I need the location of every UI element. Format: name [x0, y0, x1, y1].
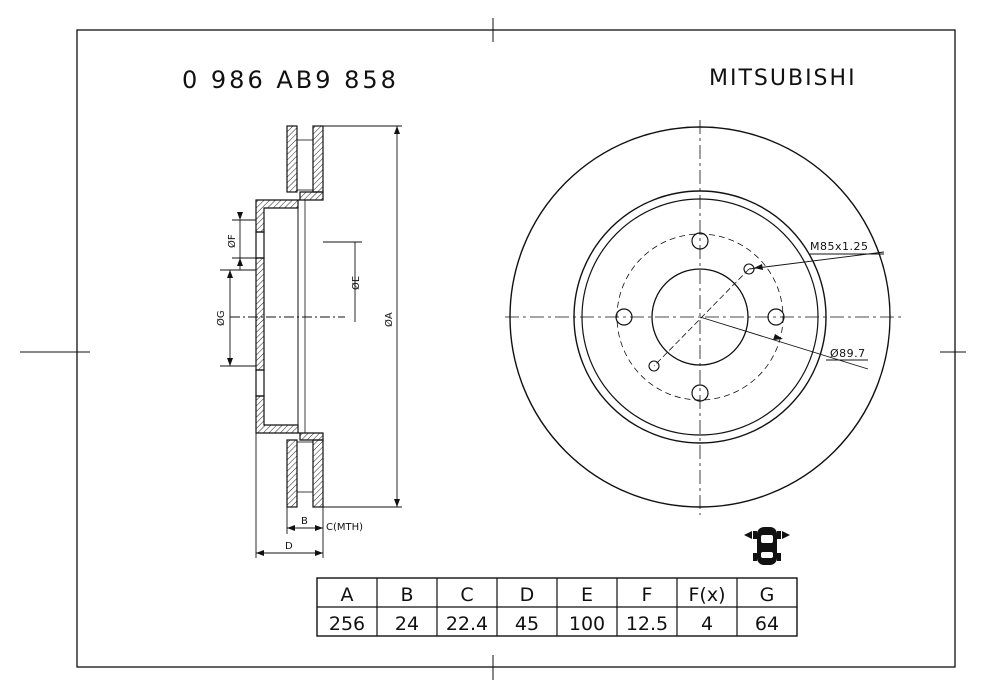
inner-friction-plate-bottom	[312, 439, 324, 508]
threaded-hole	[743, 263, 755, 275]
table-value-fx: 4	[701, 613, 713, 635]
bolt-hole	[691, 232, 709, 250]
outer-friction-plate-bottom	[286, 439, 298, 508]
table-value-g: 64	[755, 613, 779, 635]
dim-label-b: B	[301, 516, 308, 527]
table-header-d: D	[520, 584, 535, 606]
bolt-hole	[691, 384, 709, 402]
table-value-e: 100	[569, 613, 605, 635]
dim-label-e: ØE	[350, 276, 362, 290]
table-header-c: C	[460, 584, 473, 606]
front-view-arrowheads	[754, 264, 783, 340]
dim-label-a: ØA	[383, 312, 395, 327]
side-view-arrowheads	[227, 126, 400, 556]
outer-friction-plate-top	[286, 125, 298, 193]
table-header-fx: F(x)	[689, 584, 726, 606]
table-value-f: 12.5	[626, 613, 668, 635]
bolt-hole	[615, 308, 633, 326]
centre-bore	[651, 268, 749, 366]
part-number: 0 986 AB9 858	[182, 66, 399, 94]
bolt-hole	[767, 308, 785, 326]
dim-label-d: D	[285, 541, 293, 552]
dim-label-c: C(MTH)	[326, 522, 363, 533]
pcd-callout: Ø89.7	[830, 347, 866, 360]
hat-bottom	[255, 395, 324, 441]
disc-outer-edge	[509, 126, 891, 508]
dim-label-g: ØG	[215, 310, 227, 326]
side-section-view	[255, 125, 324, 508]
friction-ring-inner-edge	[573, 190, 827, 444]
table-header-a: A	[341, 584, 354, 606]
front-view	[505, 120, 905, 515]
spec-table: A B C D E F F(x) G 256 24 22.4 45 100 12…	[316, 577, 798, 637]
inner-friction-plate-top	[312, 125, 324, 193]
table-value-b: 24	[395, 613, 419, 635]
side-view-dimensions	[220, 125, 402, 558]
threaded-hole	[648, 360, 660, 372]
brand-label: MITSUBISHI	[709, 66, 857, 91]
table-header-e: E	[581, 584, 593, 606]
front-axle-car-icon	[744, 527, 790, 565]
thread-callout: M85x1.25	[810, 240, 869, 253]
table-value-d: 45	[515, 613, 539, 635]
table-value-c: 22.4	[446, 613, 488, 635]
table-value-a: 256	[329, 613, 365, 635]
hat-top	[255, 191, 324, 233]
table-header-b: B	[400, 584, 413, 606]
bolt-circle	[616, 233, 784, 401]
table-header-g: G	[760, 584, 775, 606]
table-header-f: F	[642, 584, 653, 606]
hat-face	[255, 257, 265, 371]
dim-label-f: ØF	[226, 234, 238, 248]
hat-edge	[581, 198, 819, 436]
drawing-frame	[20, 18, 966, 680]
